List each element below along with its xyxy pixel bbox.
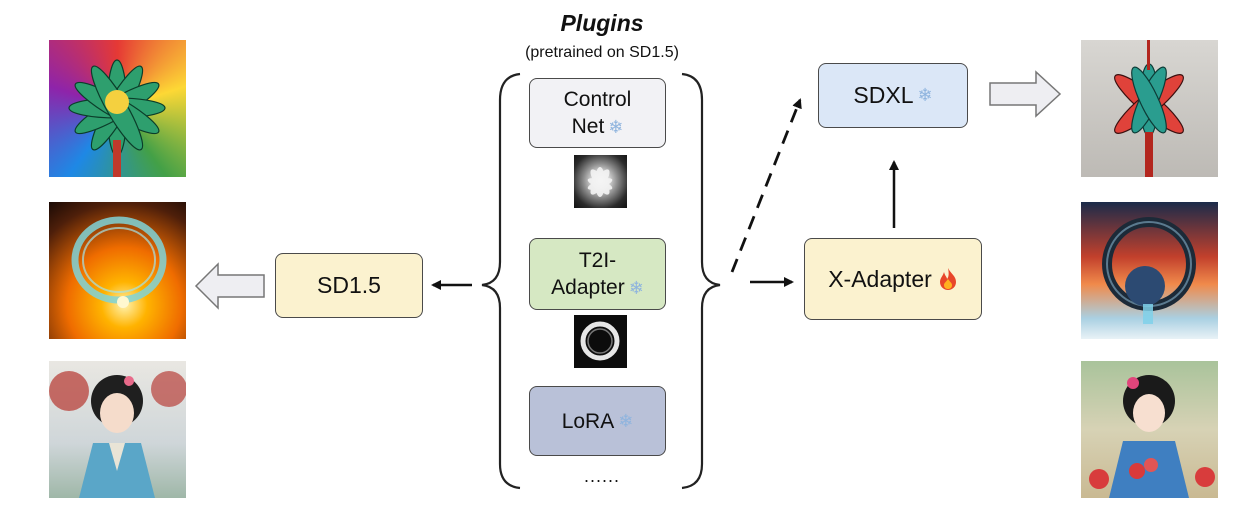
more-plugins-ellipsis: ......: [583, 466, 620, 486]
snowflake-icon: ❄: [618, 410, 634, 431]
hollow-arrow-to-sd15-output: [194, 262, 265, 310]
lotus-sketch: [587, 167, 613, 197]
lotus-artwork: [68, 59, 166, 177]
sd15-woman-output-image: [49, 361, 186, 498]
sdxl-label: SDXL: [853, 82, 914, 108]
lotus-artwork-xl: [1114, 40, 1184, 177]
sd15-label: SD1.5: [317, 272, 381, 298]
plugins-title: Plugins: [560, 10, 644, 36]
flame-icon: [939, 268, 956, 290]
sdxl-lotus-output-image: [1081, 40, 1218, 177]
dashed-arrow-to-sdxl: [730, 98, 802, 273]
ring-sketch: [580, 321, 620, 361]
plugins-subtitle: (pretrained on SD1.5): [525, 44, 679, 61]
controlnet-label-line1: Control: [563, 87, 632, 111]
snowflake-icon: ❄: [917, 85, 933, 105]
sd15-box: SD1.5: [275, 253, 423, 318]
left-brace: [481, 72, 521, 490]
t2i-label-line2: Adapter: [551, 275, 625, 299]
ring-artwork-xl: [1102, 217, 1196, 324]
sd15-ring-output-image: [49, 202, 186, 339]
t2i-label-line1: T2I-: [578, 248, 617, 272]
ring-condition-thumbnail: [574, 315, 627, 368]
xadapter-label: X-Adapter: [828, 265, 932, 292]
t2i-adapter-box: T2I- Adapter❄: [529, 238, 666, 310]
lora-box: LoRA❄: [529, 386, 666, 456]
controlnet-box: Control Net❄: [529, 78, 666, 148]
sdxl-woman-output-image: [1081, 361, 1218, 498]
woman-artwork: [49, 371, 186, 498]
hollow-arrow-to-output: [989, 70, 1062, 118]
controlnet-label-line2: Net: [571, 114, 605, 138]
sd15-lotus-output-image: [49, 40, 186, 177]
woman-artwork-xl: [1089, 375, 1215, 498]
right-brace: [681, 72, 721, 490]
ring-artwork: [71, 216, 167, 308]
xadapter-box: X-Adapter: [804, 238, 982, 320]
sdxl-ring-output-image: [1081, 202, 1218, 339]
lotus-condition-thumbnail: [574, 155, 627, 208]
snowflake-icon: ❄: [628, 277, 644, 298]
snowflake-icon: ❄: [608, 116, 624, 137]
sdxl-box: SDXL❄: [818, 63, 968, 128]
lora-label: LoRA: [561, 409, 615, 433]
